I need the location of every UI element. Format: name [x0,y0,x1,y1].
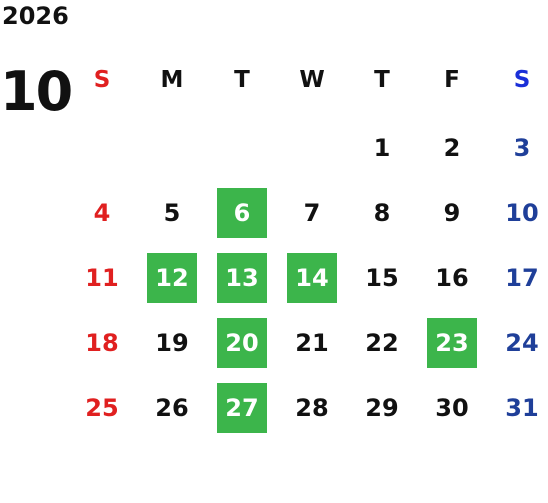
day-number: 10 [505,198,539,227]
day-number: 29 [365,393,399,422]
highlight-marker [217,382,267,433]
year-label: 2026 [2,2,69,30]
calendar-day[interactable]: 9 [417,180,487,245]
day-number: 24 [505,328,539,357]
day-number: 30 [435,393,469,422]
calendar-day[interactable]: 11 [67,245,137,310]
calendar-day[interactable]: 7 [277,180,347,245]
calendar-empty-cell [207,115,277,180]
highlight-marker [217,317,267,368]
calendar-day[interactable]: 23 [417,310,487,375]
day-number: 3 [513,133,531,162]
day-number: 26 [155,393,189,422]
day-number: 16 [435,263,469,292]
calendar-empty-cell [137,115,207,180]
weekday-header-saturday: S [513,67,531,93]
calendar-day[interactable]: 1 [347,115,417,180]
calendar-empty-cell [277,115,347,180]
day-number: 28 [295,393,329,422]
weekday-header-monday: M [160,67,184,93]
highlight-marker [217,187,267,238]
day-number: 1 [373,133,391,162]
calendar-day[interactable]: 25 [67,375,137,440]
weekday-header-wednesday: W [299,67,325,93]
day-number: 9 [443,198,461,227]
day-number: 27 [225,393,259,422]
day-number: 8 [373,198,391,227]
calendar-day[interactable]: 19 [137,310,207,375]
calendar-day[interactable]: 17 [487,245,548,310]
calendar-day[interactable]: 29 [347,375,417,440]
calendar-day[interactable]: 24 [487,310,548,375]
day-number: 19 [155,328,189,357]
calendar-day[interactable]: 6 [207,180,277,245]
calendar-day[interactable]: 14 [277,245,347,310]
day-number: 5 [163,198,181,227]
calendar-day[interactable]: 28 [277,375,347,440]
calendar-day[interactable]: 30 [417,375,487,440]
weekday-header-tuesday: T [234,67,250,93]
day-number: 11 [85,263,119,292]
day-number: 22 [365,328,399,357]
calendar-day[interactable]: 16 [417,245,487,310]
day-number: 2 [443,133,461,162]
day-number: 21 [295,328,329,357]
day-number: 13 [225,263,259,292]
weekday-header-sunday: S [93,67,111,93]
calendar-day[interactable]: 5 [137,180,207,245]
calendar-day[interactable]: 21 [277,310,347,375]
calendar-empty-cell [67,115,137,180]
highlight-marker [147,252,197,303]
day-number: 7 [303,198,321,227]
day-number: 31 [505,393,539,422]
day-number: 15 [365,263,399,292]
calendar-day[interactable]: 13 [207,245,277,310]
day-number: 4 [93,198,111,227]
weekday-header-thursday: T [374,67,390,93]
calendar-day[interactable]: 12 [137,245,207,310]
calendar-day[interactable]: 10 [487,180,548,245]
highlight-marker [217,252,267,303]
calendar-day[interactable]: 15 [347,245,417,310]
day-number: 23 [435,328,469,357]
highlight-marker [287,252,337,303]
day-number: 20 [225,328,259,357]
day-number: 14 [295,263,329,292]
weekday-header-friday: F [444,67,460,93]
calendar-day[interactable]: 31 [487,375,548,440]
day-number: 6 [233,198,251,227]
calendar-day[interactable]: 3 [487,115,548,180]
month-label: 10 [0,60,73,123]
calendar-day[interactable]: 22 [347,310,417,375]
highlight-marker [427,317,477,368]
day-number: 18 [85,328,119,357]
day-number: 17 [505,263,539,292]
calendar-day[interactable]: 8 [347,180,417,245]
day-number: 12 [155,263,189,292]
calendar-day[interactable]: 18 [67,310,137,375]
calendar-day[interactable]: 26 [137,375,207,440]
calendar-day[interactable]: 20 [207,310,277,375]
day-number: 25 [85,393,119,422]
calendar-day[interactable]: 4 [67,180,137,245]
calendar-day[interactable]: 27 [207,375,277,440]
calendar-day[interactable]: 2 [417,115,487,180]
